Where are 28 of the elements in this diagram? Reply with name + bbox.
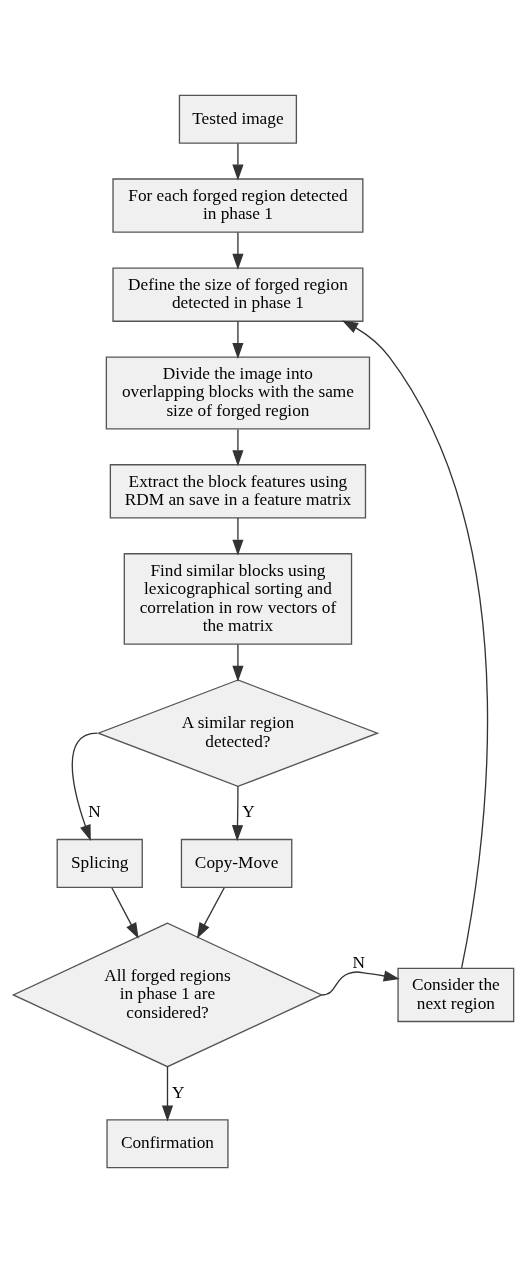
arrow [232, 142, 244, 180]
node-box: Define the size of forged region detected in phase 1 [112, 266, 364, 322]
arrow [232, 428, 244, 466]
arrow [196, 886, 225, 939]
node-diamond: A similar region detected? [96, 678, 380, 787]
edge-label: N [352, 952, 366, 972]
arrow [231, 785, 244, 841]
edge-label: Y [171, 1082, 185, 1102]
node-box: For each forged region detected in phase 1 [112, 177, 364, 233]
arrow [111, 886, 139, 939]
arrow [320, 969, 400, 996]
arrow [71, 732, 98, 841]
arrow [232, 516, 244, 556]
arrow [232, 643, 244, 682]
arrow [161, 1065, 174, 1122]
edge-label: N [88, 801, 101, 821]
node-box: Find similar blocks using lexicographical sorting and correlation in row vectors of the matrix [123, 552, 353, 645]
node-box: Splicing [56, 838, 143, 888]
arrow [232, 231, 244, 270]
node-box: Divide the image into overlapping blocks with the same size of forged region [105, 355, 371, 429]
node-box: Tested image [178, 94, 298, 144]
edge-label: Y [242, 801, 255, 821]
node-box: Copy-Move [180, 838, 293, 888]
node-box: Extract the block features using RDM an save in a feature matrix [109, 463, 367, 519]
node-box: Confirmation [106, 1118, 229, 1168]
arrow [232, 320, 244, 359]
arrow [342, 319, 488, 968]
node-box: Consider the next region [397, 967, 515, 1022]
